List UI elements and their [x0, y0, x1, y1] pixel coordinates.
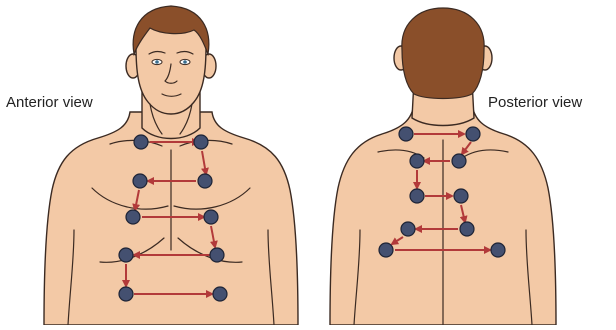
anterior-figure — [44, 6, 298, 325]
posterior-point-7 — [460, 222, 474, 236]
anterior-right-pupil — [183, 60, 187, 64]
anterior-point-2 — [194, 135, 208, 149]
anterior-point-6 — [204, 210, 218, 224]
posterior-point-3 — [452, 154, 466, 168]
posterior-point-6 — [454, 189, 468, 203]
anterior-point-10 — [213, 287, 227, 301]
anterior-point-4 — [133, 174, 147, 188]
anterior-point-9 — [119, 287, 133, 301]
posterior-hair — [402, 8, 484, 99]
anterior-point-3 — [198, 174, 212, 188]
posterior-point-8 — [401, 222, 415, 236]
anterior-point-7 — [210, 248, 224, 262]
posterior-point-2 — [466, 127, 480, 141]
posterior-point-5 — [410, 189, 424, 203]
posterior-figure — [330, 8, 556, 325]
posterior-point-10 — [491, 243, 505, 257]
anterior-point-1 — [134, 135, 148, 149]
posterior-view-label: Posterior view — [488, 94, 582, 111]
anterior-left-pupil — [155, 60, 159, 64]
posterior-point-4 — [410, 154, 424, 168]
anterior-view-label: Anterior view — [6, 94, 93, 111]
anterior-point-8 — [119, 248, 133, 262]
posterior-point-1 — [399, 127, 413, 141]
posterior-point-9 — [379, 243, 393, 257]
anterior-point-5 — [126, 210, 140, 224]
